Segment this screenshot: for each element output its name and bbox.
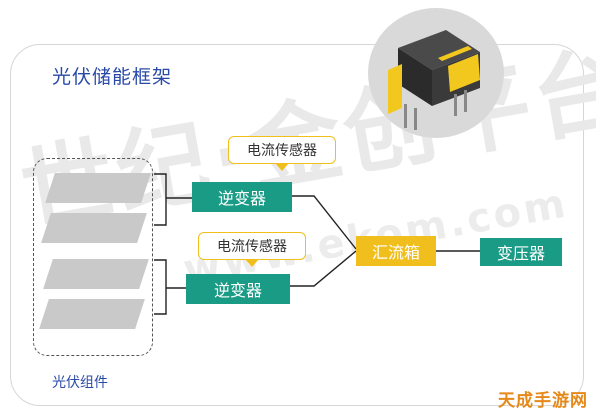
solar-module-group — [33, 158, 153, 356]
brand-watermark: 天成手游网 — [498, 391, 588, 411]
diagram-title: 光伏储能框架 — [52, 66, 173, 88]
inverter-label: 逆变器 — [213, 281, 262, 300]
current-sensor-callout: 电流传感器 — [228, 136, 336, 164]
inverter-box: 逆变器 — [186, 274, 290, 304]
solar-panel — [39, 299, 145, 329]
current-sensor-photo — [368, 8, 504, 138]
sensor-label: 电流传感器 — [217, 239, 287, 255]
sensor-label: 电流传感器 — [247, 143, 317, 159]
solar-module-label: 光伏组件 — [52, 375, 108, 391]
transformer-box: 变压器 — [480, 238, 562, 266]
transformer-label: 变压器 — [496, 244, 545, 263]
current-sensor-callout: 电流传感器 — [198, 232, 306, 260]
solar-panel — [45, 173, 151, 203]
inverter-box: 逆变器 — [192, 182, 292, 212]
inverter-label: 逆变器 — [217, 189, 266, 208]
combiner-label: 汇流箱 — [371, 243, 420, 262]
combiner-box: 汇流箱 — [356, 236, 436, 266]
solar-panel — [41, 213, 147, 243]
solar-panel — [43, 259, 149, 289]
